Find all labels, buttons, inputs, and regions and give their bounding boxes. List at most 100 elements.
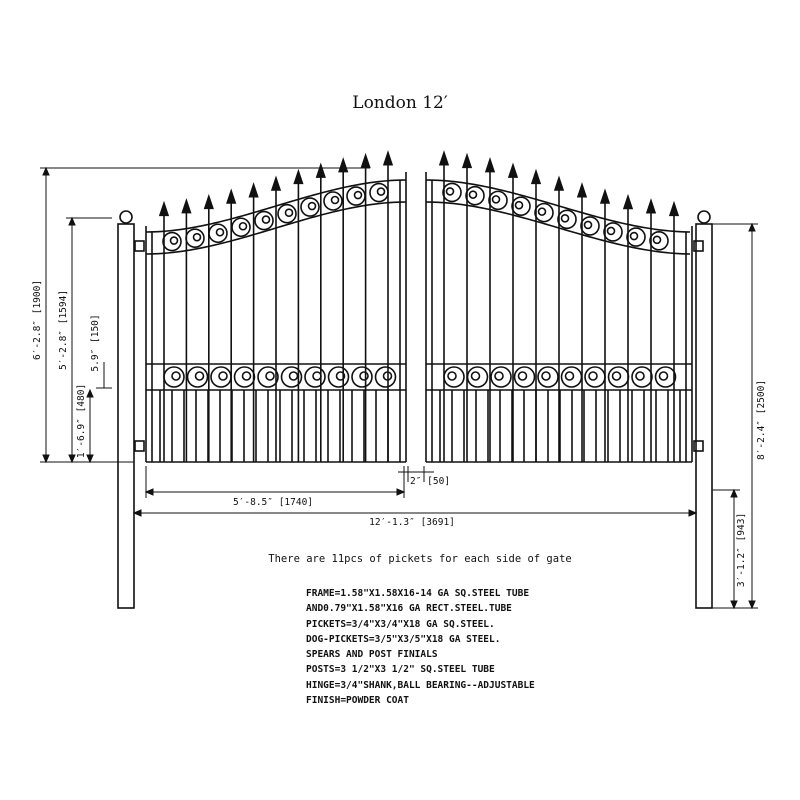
- arch-scroll-curl: [284, 208, 294, 218]
- dim-total-width: 12′-1.3″ [3691]: [369, 517, 455, 528]
- arch-scroll-curl: [514, 200, 524, 210]
- picket-spear: [553, 175, 565, 191]
- arch-scroll: [557, 209, 577, 230]
- right-gate-leaf: [425, 150, 704, 463]
- dim-frame-height: 5′-2.8″ [1594]: [58, 290, 69, 370]
- arch-scroll-curl: [192, 232, 202, 242]
- dim-total-height: 6′-2.8″ [1900]: [32, 280, 43, 360]
- dimension-arrow: [730, 600, 738, 610]
- arch-scroll: [580, 216, 600, 236]
- mid-scroll: [257, 366, 279, 388]
- picket-spear: [248, 182, 259, 198]
- arch-scroll-curl: [215, 227, 225, 237]
- picket-spear: [668, 200, 680, 217]
- hinge: [134, 240, 145, 252]
- hinge: [693, 440, 704, 452]
- dimension-lines: [40, 166, 758, 610]
- mid-scroll-curl: [447, 371, 457, 381]
- spec-dog-pickets: DOG-PICKETS=3/5"X3/5"X18 GA STEEL.: [306, 633, 501, 645]
- picket-spear: [461, 152, 473, 169]
- picket-spear: [622, 193, 634, 210]
- mid-scroll: [654, 366, 677, 388]
- spec-list: FRAME=1.58"X1.58X16-14 GA SQ.STEEL TUBE …: [306, 586, 535, 708]
- spec-finish: FINISH=POWDER COAT: [306, 695, 409, 707]
- picket-spear: [203, 193, 214, 210]
- arch-scroll-curl: [238, 221, 248, 231]
- arch-scroll: [162, 231, 182, 252]
- picket-spear: [645, 198, 657, 214]
- arch-scroll-curl: [583, 220, 593, 230]
- arch-scroll: [534, 202, 554, 223]
- arch-scroll: [254, 210, 274, 231]
- dim-leaf-width: 5′-8.5″ [1740]: [233, 497, 313, 508]
- left-gate-leaf: [134, 150, 407, 463]
- arch-scroll: [603, 222, 623, 242]
- mid-scroll: [374, 366, 397, 388]
- arch-scroll: [465, 185, 485, 206]
- arch-scroll: [277, 203, 297, 224]
- mid-scroll: [233, 366, 256, 388]
- spec-spears: SPEARS AND POST FINIALS: [306, 649, 438, 661]
- mid-scroll: [607, 366, 630, 388]
- picket-spear: [599, 188, 611, 204]
- dimension-arrow: [42, 166, 50, 176]
- dimension-arrow: [86, 454, 94, 464]
- arch-scroll-curl: [353, 190, 363, 200]
- mid-scroll-curl: [470, 371, 481, 381]
- mid-scroll: [443, 366, 465, 388]
- picket-spear: [530, 168, 542, 185]
- mid-scroll: [513, 366, 536, 388]
- arch-scroll-curl: [652, 235, 662, 245]
- spec-hinge: HINGE=3/4"SHANK,BALL BEARING--ADJUSTABLE: [306, 679, 535, 691]
- mid-scroll: [280, 366, 303, 388]
- dimension-arrow: [132, 509, 142, 517]
- dimension-arrow: [688, 509, 698, 517]
- right-post: [695, 223, 713, 609]
- spec-posts: POSTS=3 1/2"X3 1/2" SQ.STEEL TUBE: [306, 664, 495, 676]
- arch-scroll: [649, 230, 669, 251]
- mid-scroll: [304, 366, 326, 388]
- mid-scroll: [560, 366, 583, 388]
- arch-scroll: [346, 186, 366, 206]
- arch-top-rail: [425, 179, 691, 233]
- dimension-arrow: [396, 488, 406, 496]
- arch-scroll-curl: [261, 215, 271, 224]
- arch-scroll: [626, 227, 646, 247]
- mid-scroll-curl: [658, 371, 669, 381]
- mid-scroll-curl: [564, 371, 575, 381]
- arch-scroll-curl: [468, 190, 478, 199]
- spec-frame-rect: AND0.79"X1.58"X16 GA RECT.STEEL.TUBE: [306, 603, 512, 615]
- mid-scroll-curl: [611, 371, 622, 381]
- spec-pickets: PICKETS=3/4"X3/4"X18 GA SQ.STEEL.: [306, 618, 495, 630]
- mid-scroll: [351, 366, 373, 388]
- arch-scroll-curl: [560, 214, 570, 223]
- left-post: [117, 223, 135, 609]
- dimension-arrow: [42, 454, 50, 464]
- mid-scroll-curl: [312, 371, 322, 381]
- dimension-arrow: [68, 454, 76, 464]
- arch-scroll-curl: [169, 236, 179, 245]
- arch-scroll-curl: [606, 226, 616, 236]
- mid-scroll-curl: [635, 371, 645, 381]
- arch-scroll: [369, 182, 389, 203]
- picket-spear: [438, 150, 450, 166]
- arch-scroll-curl: [491, 195, 501, 204]
- mid-scroll-curl: [241, 371, 252, 381]
- arch-lower-rail: [425, 201, 691, 255]
- mid-scroll-curl: [494, 371, 504, 381]
- picket-count-note: There are 11pcs of pickets for each side…: [268, 553, 572, 565]
- gate-elevation: [117, 150, 713, 609]
- arch-scroll-curl: [537, 207, 547, 216]
- picket-spear: [226, 188, 237, 204]
- mid-scroll-curl: [588, 371, 598, 381]
- mid-scroll-curl: [194, 371, 205, 381]
- dim-post-height: 8′-2.4″ [2500]: [756, 380, 767, 460]
- arch-scroll-curl: [629, 231, 639, 241]
- mid-scroll-curl: [541, 371, 551, 381]
- mid-scroll: [210, 366, 232, 388]
- arch-scroll: [323, 191, 343, 211]
- arch-scroll: [185, 228, 205, 248]
- picket-spear: [576, 182, 588, 198]
- mid-scroll: [327, 366, 350, 388]
